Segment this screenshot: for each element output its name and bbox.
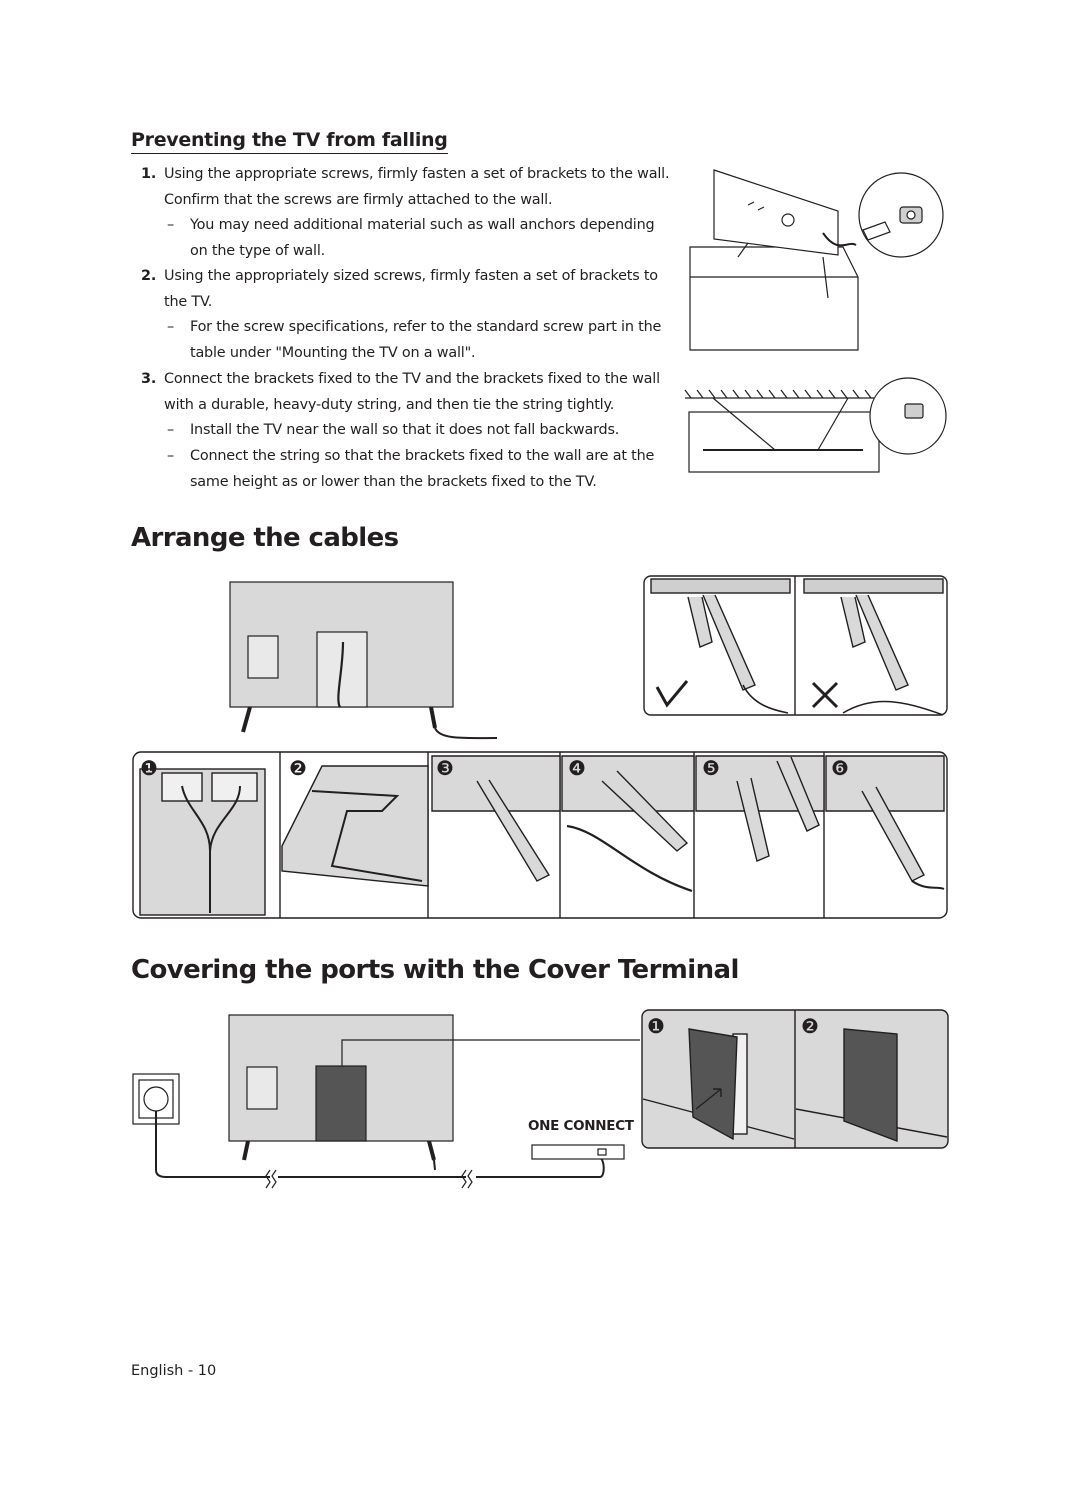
step-2-line-1: Using the appropriately sized screws, fi… (164, 268, 658, 284)
step-3-note-a: Install the TV near the wall so that it … (190, 418, 619, 444)
cover-terminal-steps-illustration (641, 1009, 949, 1149)
step-number-4: ❹ (568, 756, 586, 780)
cover-step-number-2: ❷ (801, 1014, 819, 1038)
step-3-line-2: with a durable, heavy-duty string, and t… (164, 396, 615, 413)
step-1-note: You may need additional material such as… (190, 213, 655, 264)
section-heading-cover-terminal: Covering the ports with the Cover Termin… (131, 955, 739, 985)
page-footer: English - 10 (131, 1363, 217, 1379)
step-1: 1. (141, 162, 156, 188)
step-2-note-line-2: table under "Mounting the TV on a wall". (190, 344, 476, 361)
step-number: 3. (141, 371, 157, 387)
step-3-note-b: Connect the string so that the brackets … (190, 444, 654, 495)
tv-string-to-wall-illustration (684, 377, 947, 473)
note-dash: – (167, 319, 174, 335)
cable-arrangement-steps-strip (132, 751, 948, 919)
step-3: 3. (141, 367, 156, 393)
step-2-note-line-1: For the screw specifications, refer to t… (190, 319, 662, 335)
step-2-note: For the screw specifications, refer to t… (190, 315, 661, 366)
step-number-1: ❶ (140, 756, 158, 780)
step-2-text: Using the appropriately sized screws, fi… (164, 264, 658, 315)
note-dash: – (167, 448, 174, 464)
step-1-note-line-1: You may need additional material such as… (190, 217, 655, 233)
step-1-line-1: Using the appropriate screws, firmly fas… (164, 166, 670, 182)
step-number: 2. (141, 268, 157, 284)
step-2-line-2: the TV. (164, 293, 213, 310)
step-3-text: Connect the brackets fixed to the TV and… (164, 367, 660, 418)
step-number-6: ❻ (831, 756, 849, 780)
step-3-note-a-line-1: Install the TV near the wall so that it … (190, 422, 620, 438)
tv-back-cable-routing-illustration (229, 581, 498, 740)
cover-terminal-tv-illustration (132, 1014, 640, 1189)
step-number-3: ❸ (436, 756, 454, 780)
section-heading-arrange-cables: Arrange the cables (131, 523, 399, 553)
step-number: 1. (141, 166, 157, 182)
step-1-note-line-2: on the type of wall. (190, 242, 326, 259)
one-connect-label: ONE CONNECT (528, 1118, 634, 1134)
stand-cable-check-comparison (643, 575, 948, 716)
step-number-2: ❷ (289, 756, 307, 780)
step-2: 2. (141, 264, 156, 290)
note-dash: – (167, 422, 174, 438)
note-dash: – (167, 217, 174, 233)
step-3-note-b-line-1: Connect the string so that the brackets … (190, 448, 655, 464)
cover-step-number-1: ❶ (647, 1014, 665, 1038)
step-1-line-2: Confirm that the screws are firmly attac… (164, 191, 553, 208)
step-3-line-1: Connect the brackets fixed to the TV and… (164, 371, 660, 387)
step-3-note-b-line-2: same height as or lower than the bracket… (190, 473, 597, 490)
step-number-5: ❺ (702, 756, 720, 780)
tv-on-stand-bracket-illustration (689, 169, 944, 351)
section-heading-preventing-tv-falling: Preventing the TV from falling (131, 128, 448, 154)
step-1-text: Using the appropriate screws, firmly fas… (164, 162, 670, 213)
